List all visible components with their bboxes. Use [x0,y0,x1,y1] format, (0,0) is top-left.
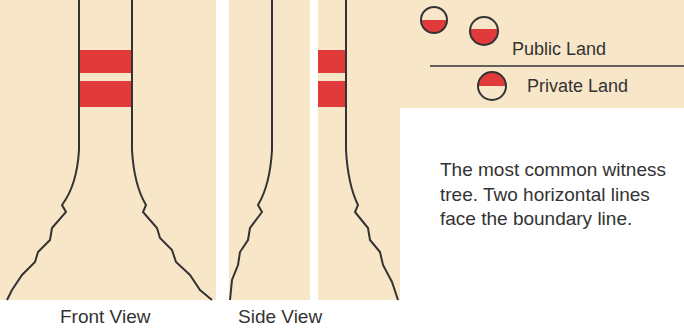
trunk-outline [346,0,398,300]
legend-panel [400,0,684,108]
side-panel [318,0,400,300]
trunk-outline [132,0,212,300]
legend-label: Private Land [527,76,628,97]
blaze-band [318,50,345,73]
private-land-symbol [477,71,507,86]
view-caption: Side View [238,306,322,328]
front-panel [0,0,216,300]
blaze-band [80,81,132,107]
public-land-symbol [470,17,498,45]
view-caption: Front View [60,306,150,328]
trunk-outline [7,0,79,300]
side-panel [229,0,310,300]
legend-divider [430,65,684,67]
blaze-band [318,81,345,107]
public-land-symbol [421,7,447,33]
legend-label: Public Land [512,39,606,60]
blaze-band [80,50,132,73]
private-land-symbol [478,72,506,100]
trunk-outline [230,0,272,300]
note-text: The most common witness tree. Two horizo… [440,158,678,232]
public-land-symbol [469,29,499,46]
